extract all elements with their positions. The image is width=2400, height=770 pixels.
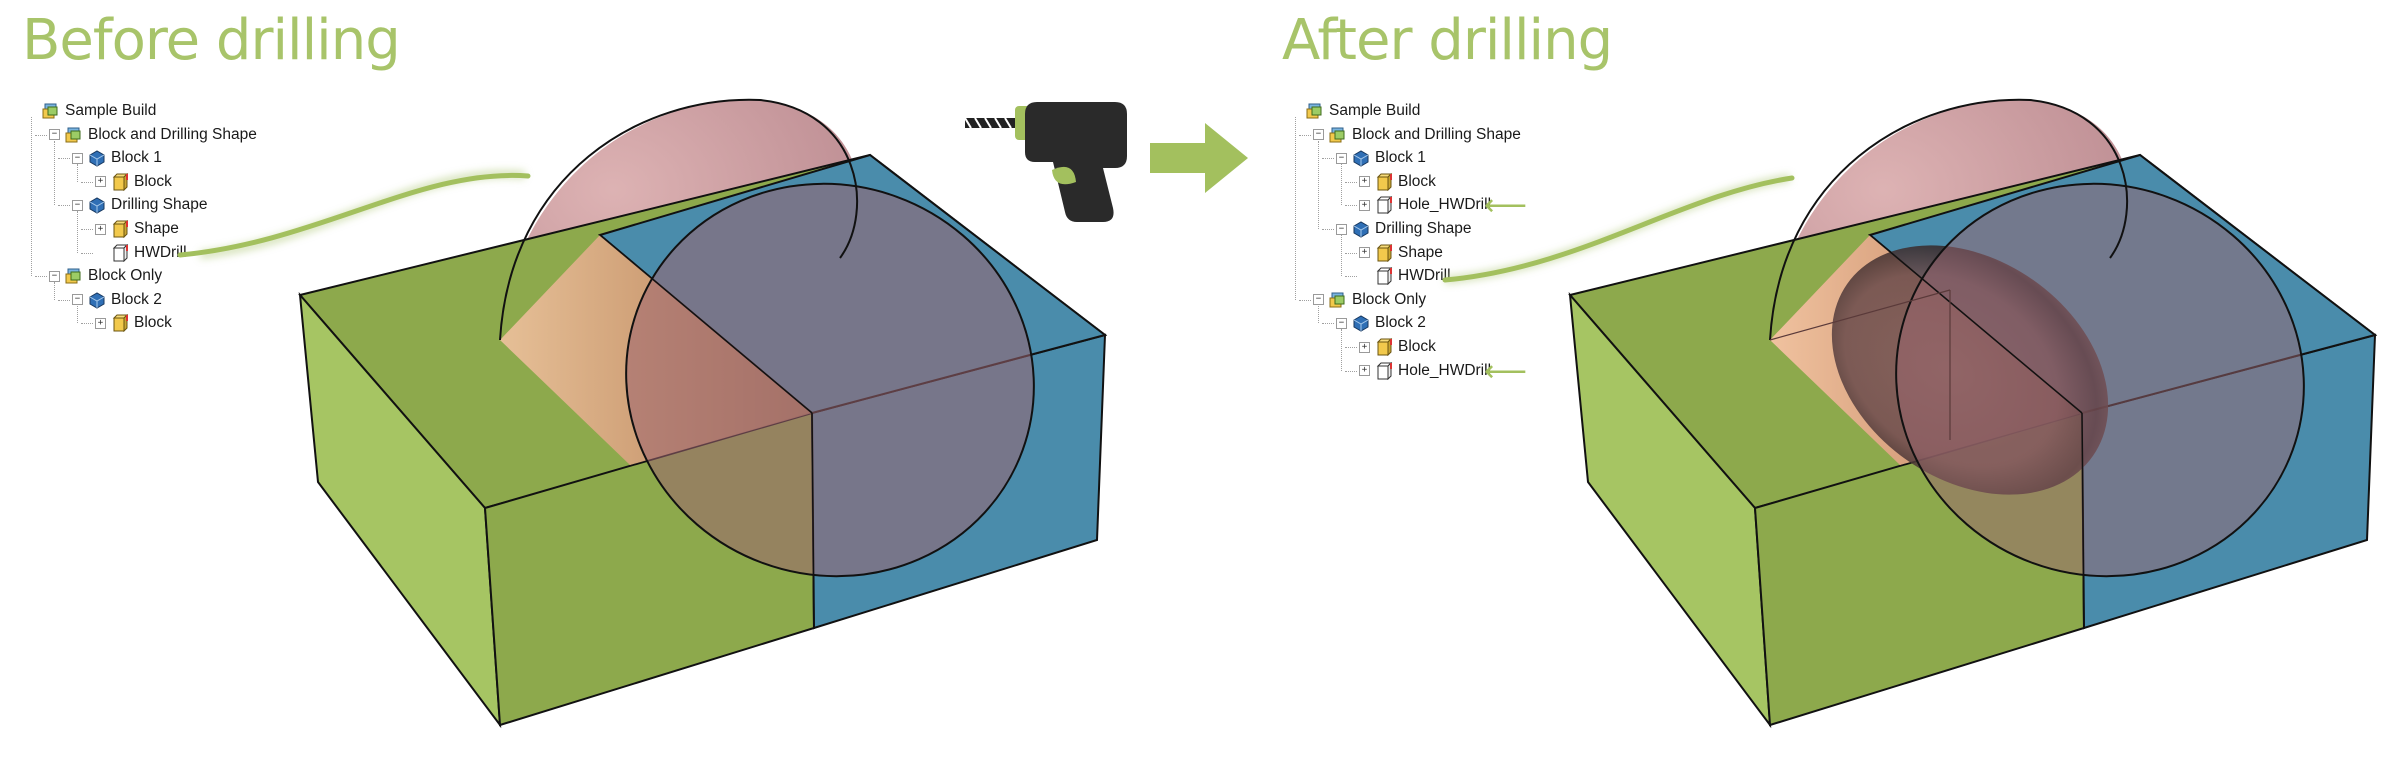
right-arrow-icon (1150, 123, 1248, 193)
expand-icon[interactable]: + (1359, 341, 1370, 353)
after-title: After drilling (1282, 8, 1613, 73)
tree-item[interactable]: − Block 2 (1336, 312, 1426, 334)
collapse-icon[interactable]: − (1313, 129, 1324, 141)
tree-item[interactable]: − Block 1 (72, 147, 162, 169)
tree-item-label: Hole_HWDrill (1398, 196, 1492, 214)
tree-item-label: Hole_HWDrill (1398, 361, 1492, 379)
tree-item-label: Block (1398, 338, 1436, 355)
collapse-icon[interactable]: − (72, 294, 83, 306)
highlight-arrow-icon: ⟵ (1484, 188, 1528, 223)
solid-body-icon (1375, 243, 1393, 262)
assembly-icon (1306, 102, 1324, 120)
expand-icon[interactable]: + (1359, 365, 1370, 377)
tree-item-label: Block (134, 172, 172, 190)
drill-body-icon (1375, 361, 1393, 380)
tree-item-label: Sample Build (1329, 102, 1421, 119)
after-scene (1442, 98, 2378, 729)
tree-item-label: Drilling Shape (1375, 220, 1472, 237)
collapse-icon[interactable]: − (72, 199, 83, 211)
power-drill-icon (964, 102, 1127, 222)
expand-icon[interactable]: + (95, 176, 106, 188)
tree-item[interactable]: + Block (95, 312, 172, 334)
tree-item[interactable]: HWDrill (1359, 265, 1451, 287)
tree-item[interactable]: + Hole_HWDrill (1359, 360, 1491, 382)
expand-icon[interactable]: + (95, 223, 106, 235)
drill-body-icon (111, 243, 129, 262)
collapse-icon[interactable]: − (49, 270, 60, 282)
tree-item[interactable]: − Block Only (49, 265, 162, 287)
tree-item-label: Block (1398, 172, 1436, 190)
assembly-icon (42, 102, 60, 120)
component-icon (88, 149, 106, 167)
component-icon (1352, 220, 1370, 238)
tree-item-label: Block and Drilling Shape (1352, 125, 1521, 143)
drill-shape-front (625, 182, 1035, 578)
drill-body-icon (1375, 196, 1393, 215)
tree-item-label: Block and Drilling Shape (88, 125, 257, 143)
collapse-icon[interactable]: − (49, 129, 60, 141)
tree-item[interactable]: − Block 2 (72, 289, 162, 311)
tree-item[interactable]: + Block (1359, 336, 1436, 358)
tree-item-label: Shape (134, 220, 179, 237)
collapse-icon[interactable]: − (72, 152, 83, 164)
tree-item-label: Block 1 (111, 149, 162, 167)
assembly-icon (65, 267, 83, 285)
assembly-icon (65, 126, 83, 144)
drill-body-icon (1375, 267, 1393, 286)
collapse-icon[interactable]: − (1336, 152, 1347, 164)
component-icon (1352, 314, 1370, 332)
tree-item-label: Block 1 (1375, 149, 1426, 167)
tree-item[interactable]: − Block 1 (1336, 147, 1426, 169)
tree-item-label: Block (134, 314, 172, 332)
tree-item[interactable]: + Block (1359, 171, 1436, 193)
tree-item[interactable]: − Block and Drilling Shape (49, 124, 257, 146)
tree-item[interactable]: + Hole_HWDrill (1359, 194, 1491, 216)
tree-item[interactable]: + Shape (95, 218, 179, 240)
expand-icon[interactable]: + (1359, 199, 1370, 211)
drill-shape-back (480, 99, 860, 400)
tree-item[interactable]: − Block and Drilling Shape (1313, 124, 1521, 146)
solid-body-icon (111, 314, 129, 333)
tree-item[interactable]: − Block Only (1313, 289, 1426, 311)
assembly-icon (1329, 126, 1347, 144)
collapse-icon[interactable]: − (1313, 294, 1324, 306)
tree-item[interactable]: + Block (95, 171, 172, 193)
before-scene (177, 98, 1108, 729)
solid-body-icon (1375, 338, 1393, 356)
tree-item-label: Block Only (88, 267, 163, 285)
tree-item-label: Block Only (1352, 290, 1427, 308)
solid-body-icon (1375, 172, 1393, 191)
tree-item-label: HWDrill (1398, 267, 1451, 285)
collapse-icon[interactable]: − (1336, 317, 1347, 329)
tree-item-label: Block 2 (1375, 314, 1426, 332)
tree-item[interactable]: Sample Build (1290, 100, 1420, 122)
tree-item-label: Block 2 (111, 290, 162, 308)
expand-icon[interactable]: + (1359, 176, 1370, 188)
solid-body-icon (111, 172, 129, 191)
expand-icon[interactable]: + (95, 317, 106, 329)
expand-icon[interactable]: + (1359, 247, 1370, 259)
collapse-icon[interactable]: − (1336, 223, 1347, 235)
component-icon (1352, 149, 1370, 167)
assembly-icon (1329, 291, 1347, 309)
tree-item-label: Shape (1398, 243, 1443, 261)
highlight-arrow-icon: ⟵ (1484, 354, 1528, 389)
solid-body-icon (111, 220, 129, 238)
before-title: Before drilling (22, 8, 401, 73)
tree-item-label: HWDrill (134, 243, 187, 261)
component-icon (88, 291, 106, 309)
component-icon (88, 196, 106, 214)
tree-item[interactable]: − Drilling Shape (72, 194, 208, 216)
tree-item[interactable]: + Shape (1359, 242, 1443, 264)
tree-item[interactable]: HWDrill (95, 242, 187, 264)
tree-item-label: Drilling Shape (111, 196, 208, 214)
tree-item[interactable]: Sample Build (26, 100, 156, 122)
tree-item[interactable]: − Drilling Shape (1336, 218, 1472, 240)
tree-item-label: Sample Build (65, 102, 157, 119)
